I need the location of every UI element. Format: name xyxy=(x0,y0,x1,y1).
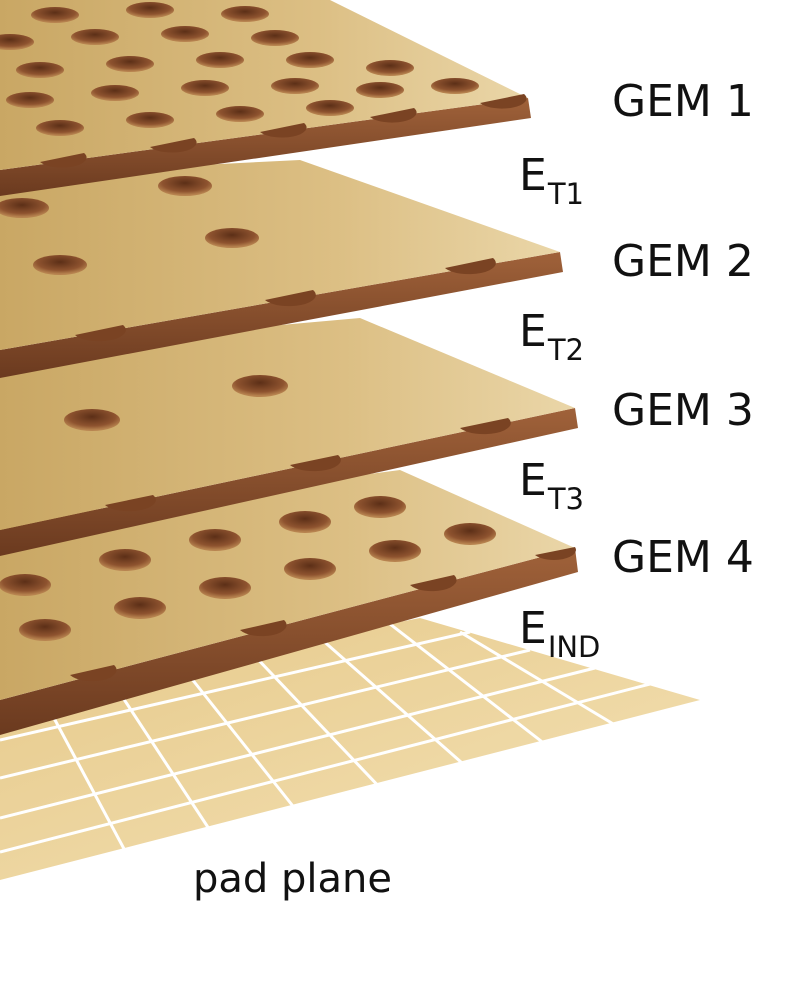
gem3-edge-holes xyxy=(105,418,511,512)
gem2-foil xyxy=(0,160,563,378)
gem4-label: GEM 4 xyxy=(612,532,754,583)
gem3-surface xyxy=(0,318,575,530)
gem4-surface xyxy=(0,470,575,700)
eind-main: E xyxy=(519,603,547,654)
gem2-surface xyxy=(0,160,560,350)
pad-plane-label: pad plane xyxy=(193,856,392,902)
eind-label: EIND xyxy=(519,603,600,664)
gem3-holes xyxy=(64,375,288,431)
et2-label: ET2 xyxy=(519,306,584,367)
gem1-label: GEM 1 xyxy=(612,76,754,127)
et3-label: ET3 xyxy=(519,455,584,516)
gem2-edge-holes xyxy=(75,258,496,342)
et1-label: ET1 xyxy=(519,150,584,211)
gem2-edge xyxy=(0,252,563,378)
gem1-foil xyxy=(0,0,531,196)
gem3-foil xyxy=(0,318,578,556)
gem3-label: GEM 3 xyxy=(612,385,754,436)
et3-main: E xyxy=(519,455,547,506)
gem4-holes xyxy=(0,496,496,641)
gem4-foil xyxy=(0,470,578,735)
et2-main: E xyxy=(519,306,547,357)
et3-sub: T3 xyxy=(547,482,584,516)
pad-grid xyxy=(0,622,651,861)
gem4-edge-holes xyxy=(70,547,576,682)
et2-sub: T2 xyxy=(547,333,584,367)
gem1-holes xyxy=(0,2,479,136)
gem2-label: GEM 2 xyxy=(612,236,754,287)
gem1-edge xyxy=(0,98,531,196)
eind-sub: IND xyxy=(547,630,601,664)
et1-sub: T1 xyxy=(547,177,584,211)
et1-main: E xyxy=(519,150,547,201)
gem4-edge xyxy=(0,548,578,735)
gem1-surface xyxy=(0,0,528,170)
gem2-holes xyxy=(0,176,259,275)
gem1-edge-holes xyxy=(40,94,527,168)
gem3-edge xyxy=(0,408,578,556)
